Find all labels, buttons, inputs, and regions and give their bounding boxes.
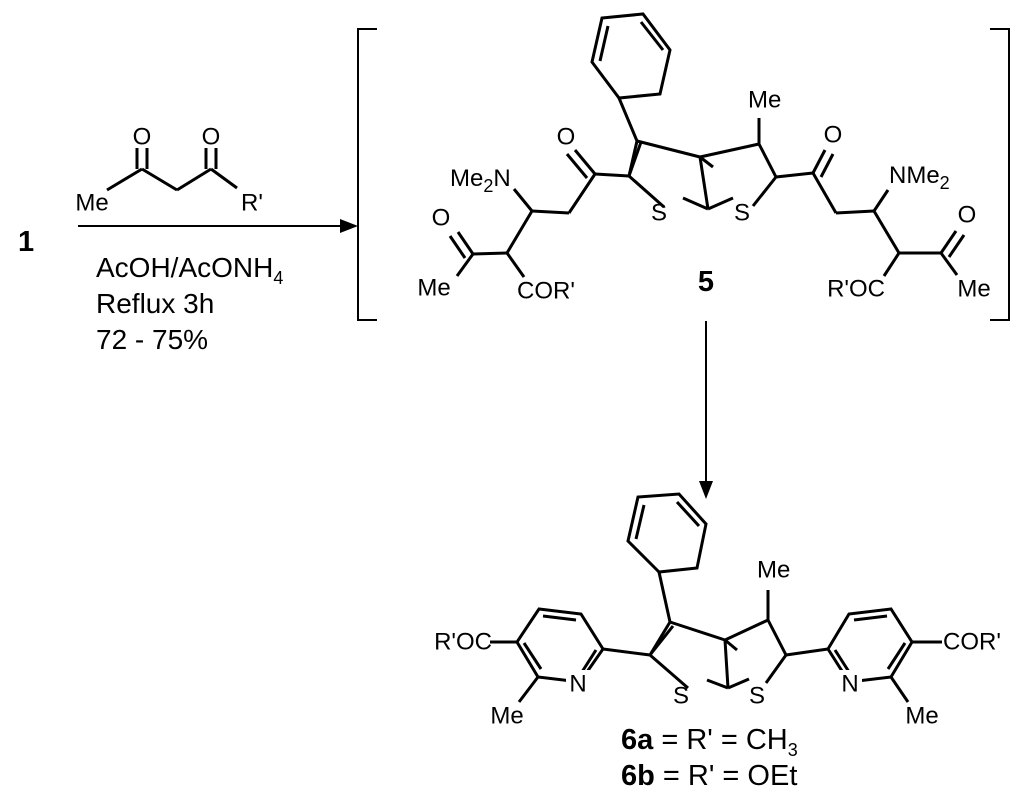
left-bracket	[357, 28, 377, 321]
conditions-line-1: AcOH/AcONH4	[96, 252, 283, 288]
carbonyl-oxygen: O	[432, 205, 451, 232]
sulfur-atom: S	[749, 683, 765, 710]
reagent-oxygen: O	[133, 124, 152, 151]
dimethylamino-group: Me2N	[450, 165, 511, 196]
reagent-r-group: R'	[241, 190, 263, 217]
reaction-arrow-1	[78, 219, 358, 233]
sulfur-atom: S	[673, 683, 689, 710]
compound-5-label: 5	[698, 266, 714, 298]
methyl-group: Me	[957, 276, 990, 303]
pyridine-nitrogen: N	[569, 671, 586, 698]
methyl-group: Me	[905, 703, 938, 730]
reagent-methyl: Me	[75, 190, 108, 217]
methyl-group: Me	[748, 87, 781, 114]
carbonyl-oxygen: O	[824, 122, 843, 149]
compound-1-label: 1	[18, 226, 34, 258]
carbonyl-oxygen: O	[557, 124, 576, 151]
right-bracket	[990, 28, 1010, 321]
acyl-group: COR'	[517, 278, 575, 305]
methyl-group: Me	[417, 275, 450, 302]
acetylacetone-reagent: O O Me R'	[75, 124, 263, 217]
compound-6b-definition: 6b = R' = OEt	[621, 760, 797, 792]
carbonyl-oxygen: O	[958, 202, 977, 229]
sulfur-atom: S	[734, 200, 750, 227]
sulfur-atom: S	[651, 200, 667, 227]
acyl-group: R'OC	[827, 276, 885, 303]
reaction-arrow-2	[699, 321, 713, 499]
acyl-group: R'OC	[434, 629, 492, 656]
compound-6a-definition: 6a = R' = CH3	[621, 724, 798, 760]
product-6-structure: S S Me N R'OC Me N COR' Me	[434, 492, 1001, 730]
reagent-oxygen: O	[202, 124, 221, 151]
methyl-group: Me	[757, 557, 790, 584]
methyl-group: Me	[490, 703, 523, 730]
pyridine-nitrogen: N	[841, 671, 858, 698]
conditions-line-3: 72 - 75%	[96, 324, 208, 355]
intermediate-5-structure: S S Me O Me2N O Me COR' O NMe	[417, 12, 991, 305]
acyl-group: COR'	[943, 629, 1001, 656]
dimethylamino-group: NMe2	[889, 162, 950, 193]
conditions-line-2: Reflux 3h	[96, 288, 214, 319]
